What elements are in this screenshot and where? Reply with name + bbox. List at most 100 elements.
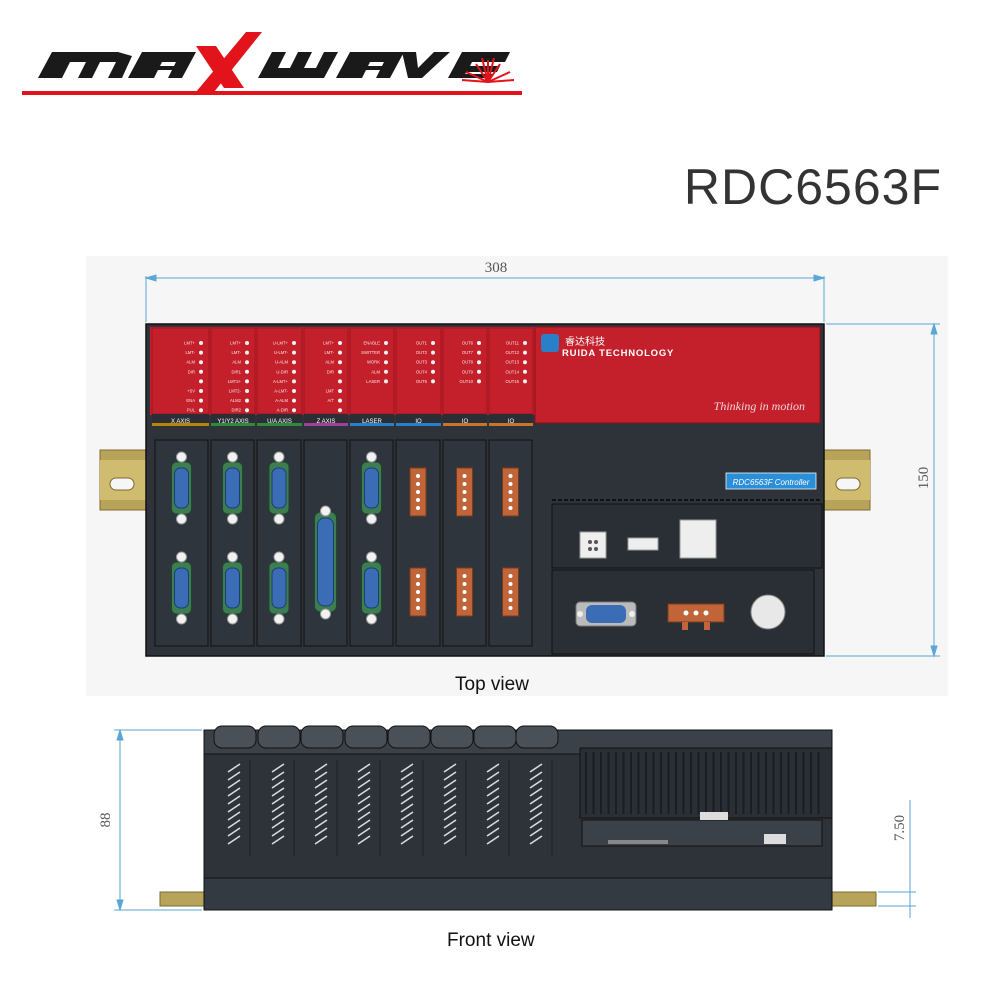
status-led bbox=[384, 341, 388, 345]
rail-left bbox=[159, 891, 207, 907]
vent-slots bbox=[227, 760, 553, 856]
signal-label: DIR bbox=[327, 369, 334, 374]
signal-label: U-LMT- bbox=[274, 350, 289, 355]
signal-label: ALM bbox=[325, 360, 334, 365]
connector-bay bbox=[349, 439, 394, 647]
usb-port bbox=[627, 537, 659, 551]
db9-connector bbox=[222, 551, 243, 625]
db9-connector bbox=[361, 451, 382, 525]
signal-label: A-LMT+ bbox=[273, 379, 289, 384]
maxwave-logo bbox=[22, 32, 522, 95]
signal-label: +5V bbox=[187, 389, 195, 394]
signal-label: LMT2- bbox=[229, 389, 242, 394]
connector-bay bbox=[210, 439, 255, 647]
connector-bay bbox=[442, 439, 487, 647]
db25-connector bbox=[314, 505, 337, 620]
connector-bay bbox=[488, 439, 533, 647]
signal-label: SWITTER bbox=[361, 350, 380, 355]
status-led bbox=[245, 369, 249, 374]
front-height-dimension: 88 bbox=[98, 813, 114, 828]
model-title: RDC6563F bbox=[683, 159, 942, 215]
status-led bbox=[338, 360, 342, 365]
rail-dimension: 7.50 bbox=[892, 815, 908, 841]
module-label: Z AXIS bbox=[317, 419, 336, 425]
status-led bbox=[245, 379, 249, 384]
status-led bbox=[292, 408, 296, 413]
ruida-logo-icon bbox=[541, 334, 559, 352]
signal-label: A-LMT- bbox=[274, 389, 288, 394]
vent-column bbox=[529, 760, 553, 856]
status-led bbox=[199, 379, 203, 384]
signal-label: ENA bbox=[186, 398, 195, 403]
signal-label: LMT+ bbox=[230, 341, 241, 346]
status-led bbox=[199, 408, 203, 413]
controller-label: RDC6563F Controller bbox=[733, 478, 810, 487]
connector-bays bbox=[154, 439, 533, 647]
controller-label-badge bbox=[725, 472, 817, 490]
front-view-caption: Front view bbox=[447, 930, 535, 951]
status-led bbox=[384, 350, 388, 355]
front-base bbox=[203, 877, 833, 911]
status-led bbox=[199, 350, 203, 355]
status-led bbox=[431, 360, 435, 365]
signal-label: A/T bbox=[327, 398, 334, 403]
signal-label: OUT2 bbox=[416, 350, 428, 355]
signal-label: LMT- bbox=[231, 350, 241, 355]
signal-label: A-ALM bbox=[275, 398, 288, 403]
signal-label: DIR bbox=[188, 369, 195, 374]
module-label: U/A AXIS bbox=[267, 419, 292, 425]
connector-bay bbox=[154, 439, 209, 647]
status-led bbox=[338, 369, 342, 374]
signal-label: ENABLE bbox=[363, 341, 380, 346]
status-led bbox=[431, 341, 435, 345]
module-label: IO bbox=[462, 419, 469, 425]
round-connector bbox=[750, 594, 786, 630]
signal-label: LMT- bbox=[324, 350, 334, 355]
io-ports-area bbox=[551, 499, 823, 655]
status-led bbox=[338, 341, 342, 345]
signal-label: OUT14 bbox=[506, 369, 520, 374]
top-view-caption: Top view bbox=[455, 674, 529, 695]
power-terminal bbox=[667, 603, 725, 630]
vent-column bbox=[227, 760, 251, 856]
module-panel: U-LMT+U-LMT-U-ALMU-DIRA-LMT+A-LMT-A-ALMA… bbox=[256, 327, 303, 426]
logo-burst-icon bbox=[461, 57, 515, 83]
signal-label: OUT11 bbox=[506, 341, 520, 346]
signal-label: OUT15 bbox=[506, 379, 520, 384]
top-dimensions bbox=[144, 274, 940, 658]
signal-label: U-ALM bbox=[275, 360, 289, 365]
network-port bbox=[579, 531, 607, 559]
db9-connector bbox=[222, 451, 243, 525]
module-label: X AXIS bbox=[171, 419, 190, 425]
signal-label: ALM bbox=[371, 369, 380, 374]
status-led bbox=[431, 369, 435, 374]
signal-label: WORK bbox=[367, 360, 380, 365]
signal-label: LMT2+ bbox=[228, 379, 242, 384]
ruida-brand: 睿达科技 RUIDA TECHNOLOGY Thinking in motion bbox=[541, 334, 805, 413]
terminal-block bbox=[409, 467, 427, 517]
status-led bbox=[523, 360, 527, 365]
status-led bbox=[477, 369, 481, 374]
status-led bbox=[292, 398, 296, 403]
status-led bbox=[199, 398, 203, 403]
status-led bbox=[292, 379, 296, 384]
signal-label: OUT13 bbox=[506, 360, 520, 365]
connector-bay bbox=[303, 439, 348, 647]
status-led bbox=[292, 389, 296, 393]
status-led bbox=[199, 341, 203, 345]
status-led bbox=[338, 398, 342, 403]
ruida-brand-cn: 睿达科技 bbox=[565, 335, 605, 348]
ruida-brand-en: RUIDA TECHNOLOGY bbox=[562, 348, 674, 359]
db9-connector bbox=[171, 551, 192, 625]
status-led bbox=[384, 360, 388, 365]
logo-underline bbox=[22, 91, 522, 95]
terminal-block bbox=[409, 567, 427, 617]
signal-label: PUL bbox=[187, 408, 196, 413]
signal-label: OUT12 bbox=[506, 350, 520, 355]
